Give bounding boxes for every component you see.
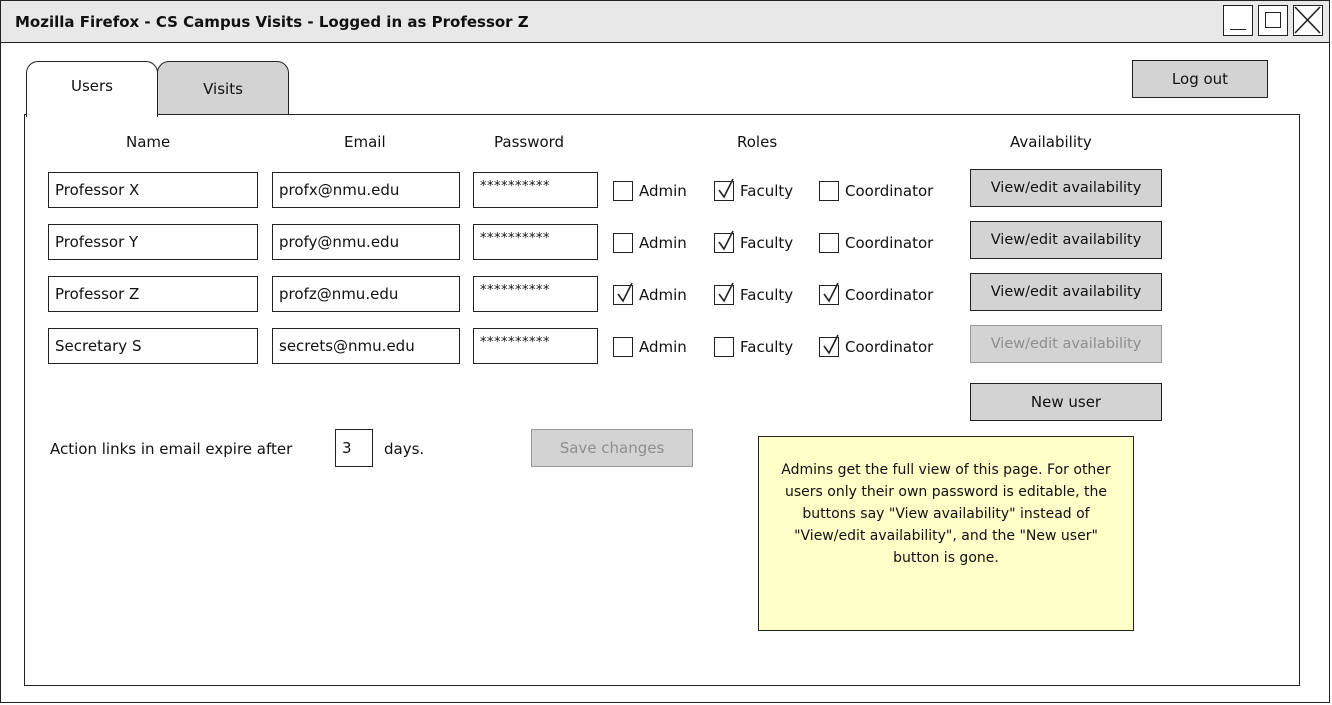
user-email-field[interactable]: profy@nmu.edu xyxy=(272,224,460,260)
column-header-roles: Roles xyxy=(737,133,778,151)
checkbox-empty-icon[interactable] xyxy=(613,233,633,253)
save-changes-button[interactable]: Save changes xyxy=(531,429,693,467)
checkbox-empty-icon[interactable] xyxy=(613,337,633,357)
role-coordinator-checkbox[interactable]: Coordinator xyxy=(819,233,933,257)
user-name-field[interactable]: Secretary S xyxy=(48,328,258,364)
maximize-icon xyxy=(1265,12,1281,28)
checkbox-empty-icon[interactable] xyxy=(714,337,734,357)
role-admin-label: Admin xyxy=(639,182,687,200)
checkmark-icon[interactable] xyxy=(613,282,633,305)
view-edit-availability-button[interactable]: View/edit availability xyxy=(970,221,1162,259)
checkmark-icon[interactable] xyxy=(819,334,839,357)
role-coordinator-checkbox[interactable]: Coordinator xyxy=(819,282,934,309)
close-icon xyxy=(1294,6,1321,34)
column-header-password: Password xyxy=(494,133,565,151)
column-header-availability: Availability xyxy=(1010,133,1092,151)
tab-users[interactable]: Users xyxy=(26,61,158,117)
checkmark-icon[interactable] xyxy=(819,282,839,305)
role-admin-checkbox[interactable]: Admin xyxy=(613,233,687,257)
role-coordinator-label: Coordinator xyxy=(845,286,934,304)
checkmark-icon[interactable] xyxy=(714,178,734,201)
role-coordinator-checkbox[interactable]: Coordinator xyxy=(819,181,933,205)
user-name-field[interactable]: Professor X xyxy=(48,172,258,208)
role-faculty-checkbox[interactable]: Faculty xyxy=(714,282,794,309)
minimize-button[interactable] xyxy=(1223,5,1253,36)
view-edit-availability-button[interactable]: View/edit availability xyxy=(970,169,1162,207)
user-password-field[interactable]: ********** xyxy=(473,172,598,208)
role-admin-label: Admin xyxy=(639,338,687,356)
tab-visits[interactable]: Visits xyxy=(157,61,289,115)
role-faculty-label: Faculty xyxy=(740,338,794,356)
user-password-field[interactable]: ********** xyxy=(473,224,598,260)
role-coordinator-label: Coordinator xyxy=(845,234,934,252)
role-coordinator-label: Coordinator xyxy=(845,182,934,200)
role-faculty-checkbox[interactable]: Faculty xyxy=(714,178,794,205)
user-name-field[interactable]: Professor Y xyxy=(48,224,258,260)
checkbox-empty-icon[interactable] xyxy=(613,181,633,201)
annotation-note: Admins get the full view of this page. F… xyxy=(758,436,1134,631)
view-edit-availability-button[interactable]: View/edit availability xyxy=(970,325,1162,363)
view-edit-availability-button[interactable]: View/edit availability xyxy=(970,273,1162,311)
column-header-name: Name xyxy=(126,133,171,151)
tab-users-label: Users xyxy=(70,77,113,95)
window-title: Mozilla Firefox - CS Campus Visits - Log… xyxy=(15,13,529,31)
user-password-field[interactable]: ********** xyxy=(473,328,598,364)
title-bar: Mozilla Firefox - CS Campus Visits - Log… xyxy=(1,1,1329,43)
logout-button[interactable]: Log out xyxy=(1132,60,1268,98)
user-email-field[interactable]: profz@nmu.edu xyxy=(272,276,460,312)
maximize-button[interactable] xyxy=(1258,5,1288,36)
checkmark-icon[interactable] xyxy=(714,230,734,253)
expire-days-input[interactable]: 3 xyxy=(335,429,373,467)
checkmark-icon[interactable] xyxy=(714,282,734,305)
new-user-button[interactable]: New user xyxy=(970,383,1162,421)
role-faculty-checkbox[interactable]: Faculty xyxy=(714,337,793,361)
user-password-field[interactable]: ********** xyxy=(473,276,598,312)
minimize-icon xyxy=(1230,29,1246,30)
role-faculty-checkbox[interactable]: Faculty xyxy=(714,230,794,257)
role-faculty-label: Faculty xyxy=(740,182,794,200)
role-coordinator-label: Coordinator xyxy=(845,338,934,356)
tab-visits-label: Visits xyxy=(203,80,243,98)
column-header-email: Email xyxy=(344,133,386,151)
user-email-field[interactable]: profx@nmu.edu xyxy=(272,172,460,208)
role-admin-label: Admin xyxy=(639,234,687,252)
user-email-field[interactable]: secrets@nmu.edu xyxy=(272,328,460,364)
expire-suffix: days. xyxy=(384,440,425,458)
role-faculty-label: Faculty xyxy=(740,234,794,252)
close-button[interactable] xyxy=(1293,5,1323,36)
role-admin-checkbox[interactable]: Admin xyxy=(613,181,687,205)
role-admin-label: Admin xyxy=(639,286,687,304)
role-coordinator-checkbox[interactable]: Coordinator xyxy=(819,334,934,361)
checkbox-empty-icon[interactable] xyxy=(819,233,839,253)
checkbox-empty-icon[interactable] xyxy=(819,181,839,201)
expire-prefix: Action links in email expire after xyxy=(50,440,293,458)
role-faculty-label: Faculty xyxy=(740,286,794,304)
user-name-field[interactable]: Professor Z xyxy=(48,276,258,312)
role-admin-checkbox[interactable]: Admin xyxy=(613,282,687,309)
role-admin-checkbox[interactable]: Admin xyxy=(613,337,687,361)
